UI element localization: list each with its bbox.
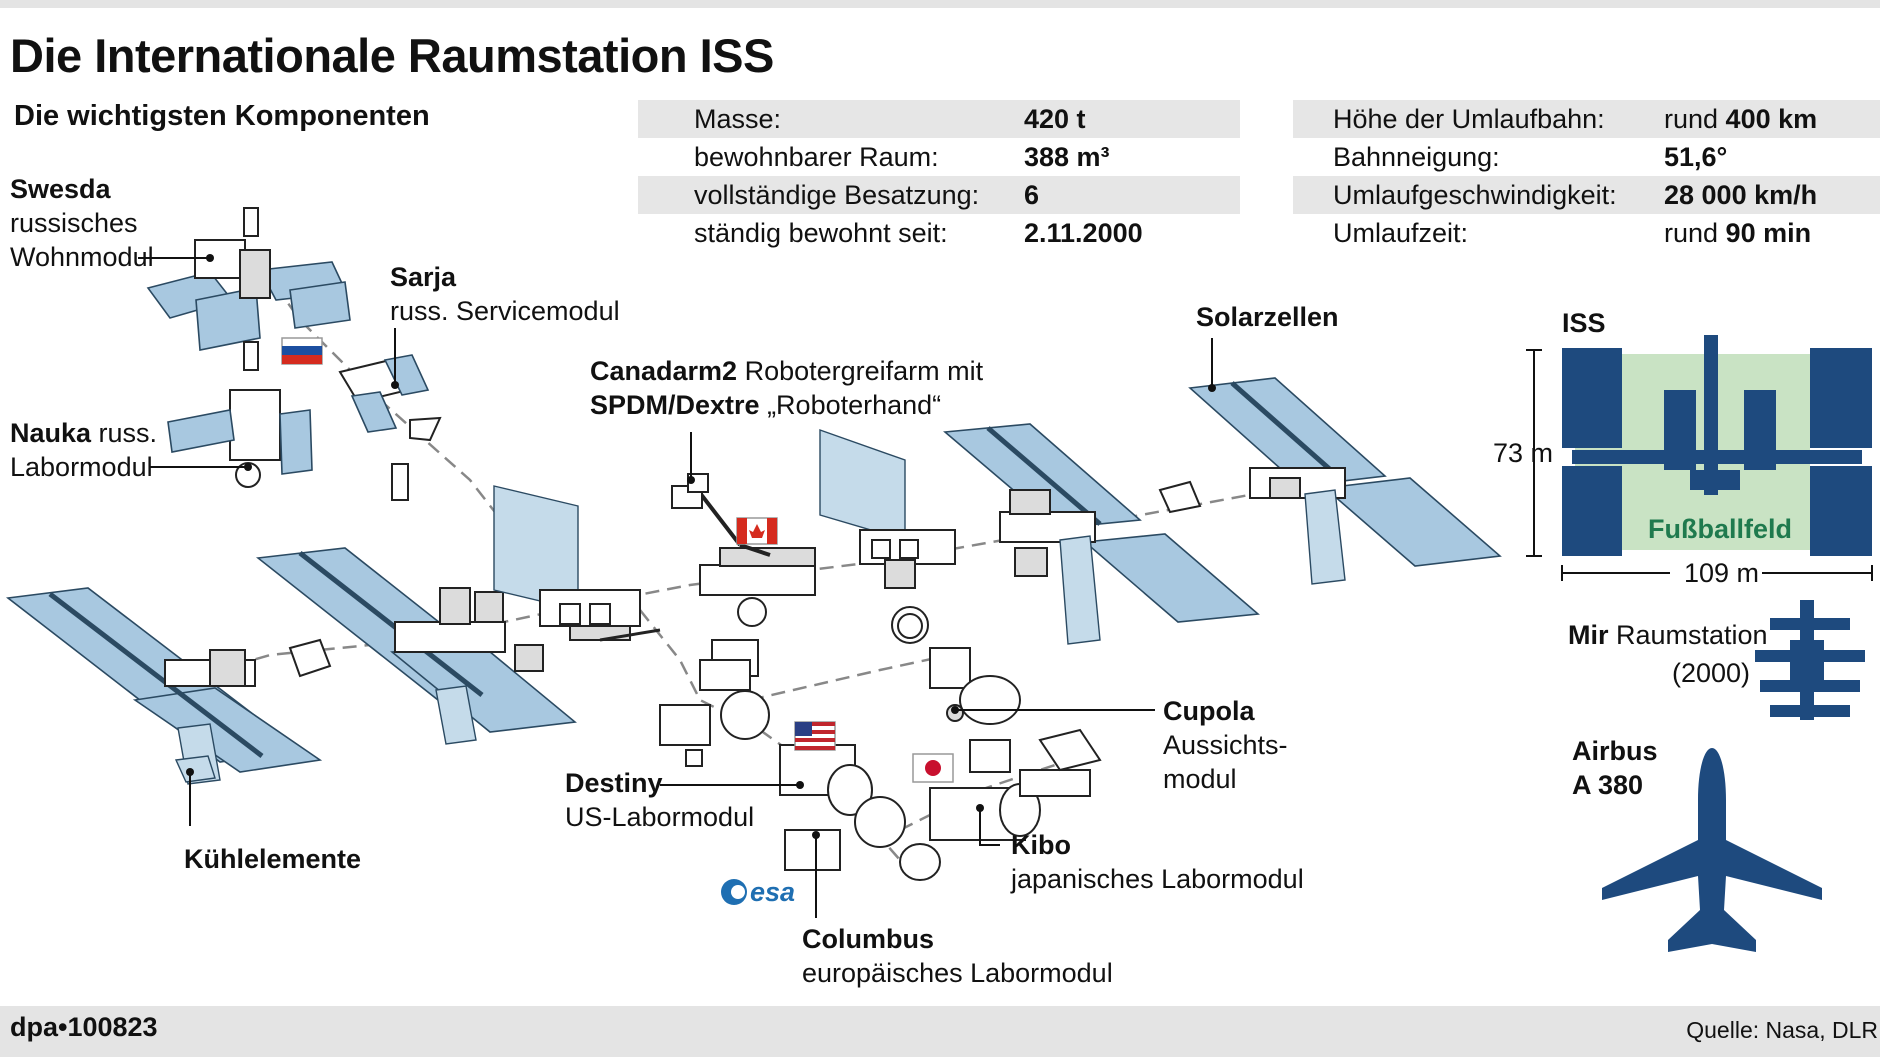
solar-array-left: [5, 587, 332, 785]
sarja-name: Sarja: [390, 262, 457, 292]
cupola-desc: Aussichts-: [1163, 730, 1288, 760]
destiny-desc: US-Labormodul: [565, 802, 755, 832]
label-nauka: Nauka russ. Labormodul: [10, 416, 157, 484]
mir-desc: Raumstation: [1608, 620, 1768, 650]
stat-value-prefix: rund: [1664, 104, 1726, 134]
kibo-desc: japanisches Labormodul: [1011, 864, 1304, 894]
footer-bar: [0, 1006, 1880, 1057]
iss-size-comparison: [1526, 335, 1873, 581]
stat-label: Umlaufzeit:: [1333, 218, 1469, 248]
stat-value: 6: [1024, 180, 1040, 210]
stat-value-prefix: rund: [1664, 218, 1726, 248]
canadarm2-section: [671, 473, 816, 596]
stats-row: ständig bewohnt seit: 2.11.2000: [638, 214, 1240, 252]
airbus-silhouette-icon: [1602, 748, 1822, 952]
stat-value: 2.11.2000: [1024, 218, 1143, 248]
sarja-desc: russ. Servicemodul: [390, 296, 620, 326]
label-columbus: Columbus europäisches Labormodul: [802, 922, 1113, 990]
airbus-line: A 380: [1572, 770, 1644, 800]
nauka-name: Nauka: [10, 418, 92, 448]
russian-segment: [146, 207, 442, 501]
swesda-desc: Wohnmodul: [10, 242, 154, 272]
footer-source: Quelle: Nasa, DLR: [1686, 1017, 1878, 1043]
esa-logo-text: esa: [750, 877, 796, 907]
label-airbus: Airbus A 380: [1572, 734, 1658, 802]
solar-array-right: [1158, 377, 1502, 585]
label-cupola: Cupola Aussichts- modul: [1163, 694, 1288, 796]
iss-width-label: 109 m: [1684, 558, 1760, 588]
stat-value: 388 m³: [1024, 142, 1110, 172]
solar-array-center-left: [255, 547, 577, 745]
stat-label: Bahnneigung:: [1333, 142, 1500, 172]
stats-row: bewohnbarer Raum: 388 m³: [638, 138, 1240, 176]
solar-array-center-right: [943, 423, 1260, 645]
stat-value: 420 t: [1024, 104, 1086, 134]
label-destiny: Destiny US-Labormodul: [565, 766, 754, 834]
label-kibo: Kibo japanisches Labormodul: [1011, 828, 1304, 896]
stats-row: Umlaufzeit: rund 90 min: [1293, 214, 1880, 252]
airbus-line: Airbus: [1572, 736, 1658, 766]
label-swesda: Swesda russisches Wohnmodul: [10, 172, 154, 274]
stats-row: Bahnneigung: 51,6°: [1293, 138, 1880, 176]
columbus-desc: europäisches Labormodul: [802, 958, 1113, 988]
stat-label: bewohnbarer Raum:: [694, 142, 939, 172]
stats-row: Masse: 420 t: [638, 100, 1240, 138]
canadarm-desc: Robotergreifarm mit: [737, 356, 984, 386]
spdm-desc: „Roboterhand“: [759, 390, 942, 420]
stats-table-right: Höhe der Umlaufbahn: rund 400 km Bahnnei…: [1293, 100, 1880, 252]
destiny-name: Destiny: [565, 768, 663, 798]
label-canadarm2: Canadarm2 Robotergreifarm mit SPDM/Dextr…: [590, 354, 983, 422]
label-mir: Mir Raumstation: [1568, 618, 1768, 652]
stat-label: ständig bewohnt seit:: [694, 218, 948, 248]
swesda-desc: russisches: [10, 208, 138, 238]
stat-value: 90 min: [1725, 218, 1812, 248]
mir-silhouette-icon: [1755, 600, 1865, 720]
canadarm-name: Canadarm2: [590, 356, 738, 386]
cupola-name: Cupola: [1163, 696, 1255, 726]
columbus-name: Columbus: [802, 924, 934, 954]
stats-row: Höhe der Umlaufbahn: rund 400 km: [1293, 100, 1880, 138]
stats-table-left: Masse: 420 t bewohnbarer Raum: 388 m³ vo…: [638, 100, 1240, 252]
page-subtitle: Die wichtigsten Komponenten: [14, 100, 430, 132]
cupola-desc: modul: [1163, 764, 1237, 794]
stats-row: vollständige Besatzung: 6: [638, 176, 1240, 214]
label-sarja: Sarja russ. Servicemodul: [390, 260, 620, 328]
football-field-label: Fußballfeld: [1648, 514, 1792, 544]
mir-year: (2000): [1672, 658, 1751, 688]
stat-label: Umlaufgeschwindigkeit:: [1333, 180, 1617, 210]
truss-center: [493, 485, 661, 642]
mir-name: Mir: [1568, 620, 1609, 650]
esa-logo-icon: [721, 879, 747, 905]
footer-credit: dpa•100823: [10, 1012, 158, 1042]
iss-height-label: 73 m: [1493, 438, 1554, 468]
truss-center-right: [819, 429, 956, 589]
spdm-name: SPDM/Dextre: [590, 390, 760, 420]
nauka-desc: Labormodul: [10, 452, 153, 482]
iss-comparison-label: ISS: [1562, 308, 1606, 338]
swesda-name: Swesda: [10, 174, 111, 204]
label-kuehlelemente: Kühlelemente: [184, 844, 362, 874]
stats-row: Umlaufgeschwindigkeit: 28 000 km/h: [1293, 176, 1880, 214]
kibo-name: Kibo: [1011, 830, 1071, 860]
label-solarzellen: Solarzellen: [1196, 302, 1339, 332]
stat-value: 28 000 km/h: [1664, 180, 1818, 210]
stat-label: vollständige Besatzung:: [694, 180, 980, 210]
stat-value: 400 km: [1725, 104, 1818, 134]
nauka-desc: russ.: [91, 418, 158, 448]
top-bar: [0, 0, 1880, 8]
stat-label: Höhe der Umlaufbahn:: [1333, 104, 1605, 134]
leader-lines: [138, 254, 1216, 918]
page-title: Die Internationale Raumstation ISS: [10, 29, 774, 82]
stat-label: Masse:: [694, 104, 782, 134]
us-segment: [659, 597, 1102, 881]
stat-value: 51,6°: [1664, 142, 1728, 172]
